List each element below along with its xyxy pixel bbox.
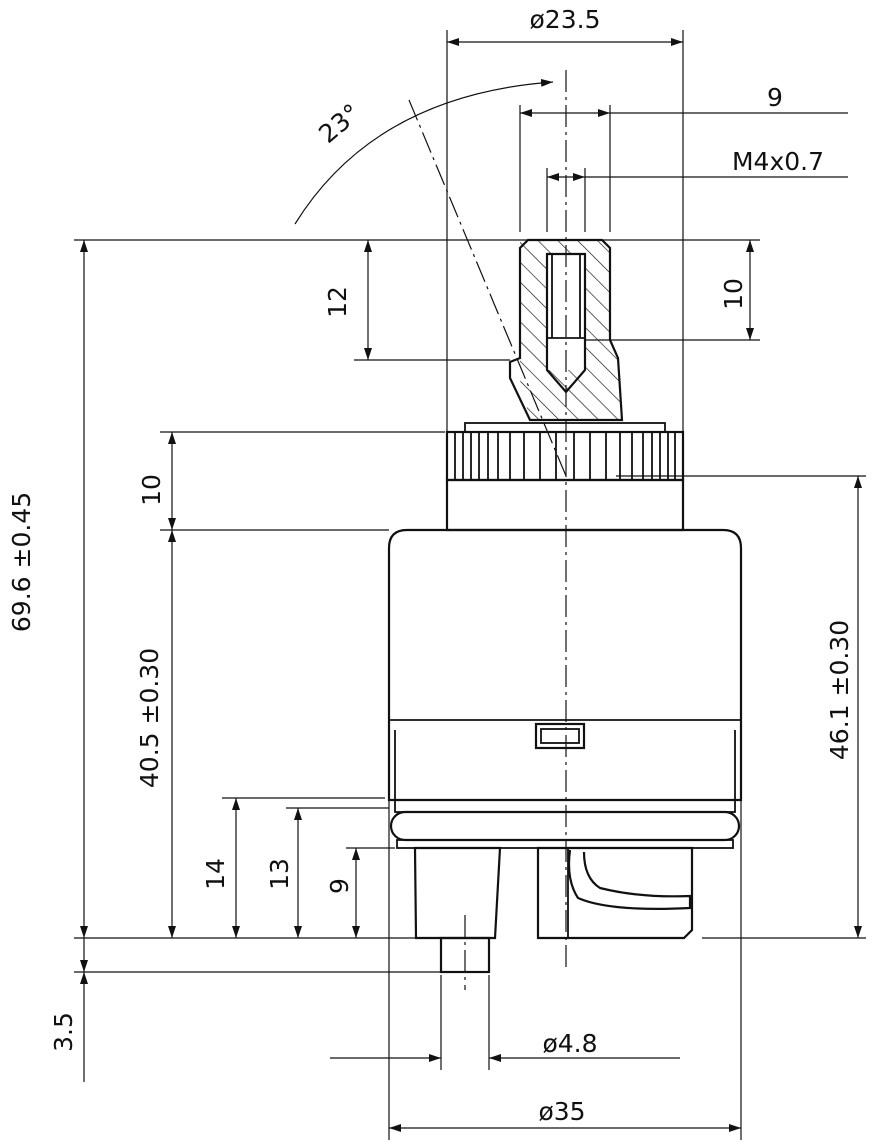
cartridge-body-outline <box>387 478 743 802</box>
label-stem-height-right: 10 <box>719 278 748 310</box>
dimension-labels: ø23.5 9 M4x0.7 23° 12 10 69.6 ±0.45 10 4… <box>7 5 854 1126</box>
label-total-height: 69.6 ±0.45 <box>7 492 36 632</box>
bottom-feet <box>413 846 694 974</box>
label-pin-protrusion: 3.5 <box>49 1012 78 1052</box>
label-stem-height-left: 12 <box>323 286 352 318</box>
seal-ring <box>389 799 741 849</box>
label-top-diameter: ø23.5 <box>530 5 601 34</box>
label-pin-diameter: ø4.8 <box>542 1029 597 1058</box>
label-height-right: 46.1 ±0.30 <box>825 620 854 760</box>
extension-lines <box>74 30 866 1140</box>
label-body-diameter: ø35 <box>538 1097 585 1126</box>
knurled-ring <box>445 422 685 482</box>
label-thread: M4x0.7 <box>732 147 824 176</box>
label-knurl-height: 10 <box>137 474 166 506</box>
label-body-height: 40.5 ±0.30 <box>135 648 164 788</box>
label-foot-9: 9 <box>325 878 354 894</box>
dim-angle-arc <box>294 78 554 225</box>
centerlines <box>408 70 567 990</box>
dimension-lines <box>80 38 862 1132</box>
label-seal-13: 13 <box>265 858 294 890</box>
stem <box>508 238 624 422</box>
label-rotation-angle: 23° <box>313 98 366 149</box>
label-stem-width: 9 <box>767 83 783 112</box>
label-seal-14: 14 <box>201 858 230 890</box>
